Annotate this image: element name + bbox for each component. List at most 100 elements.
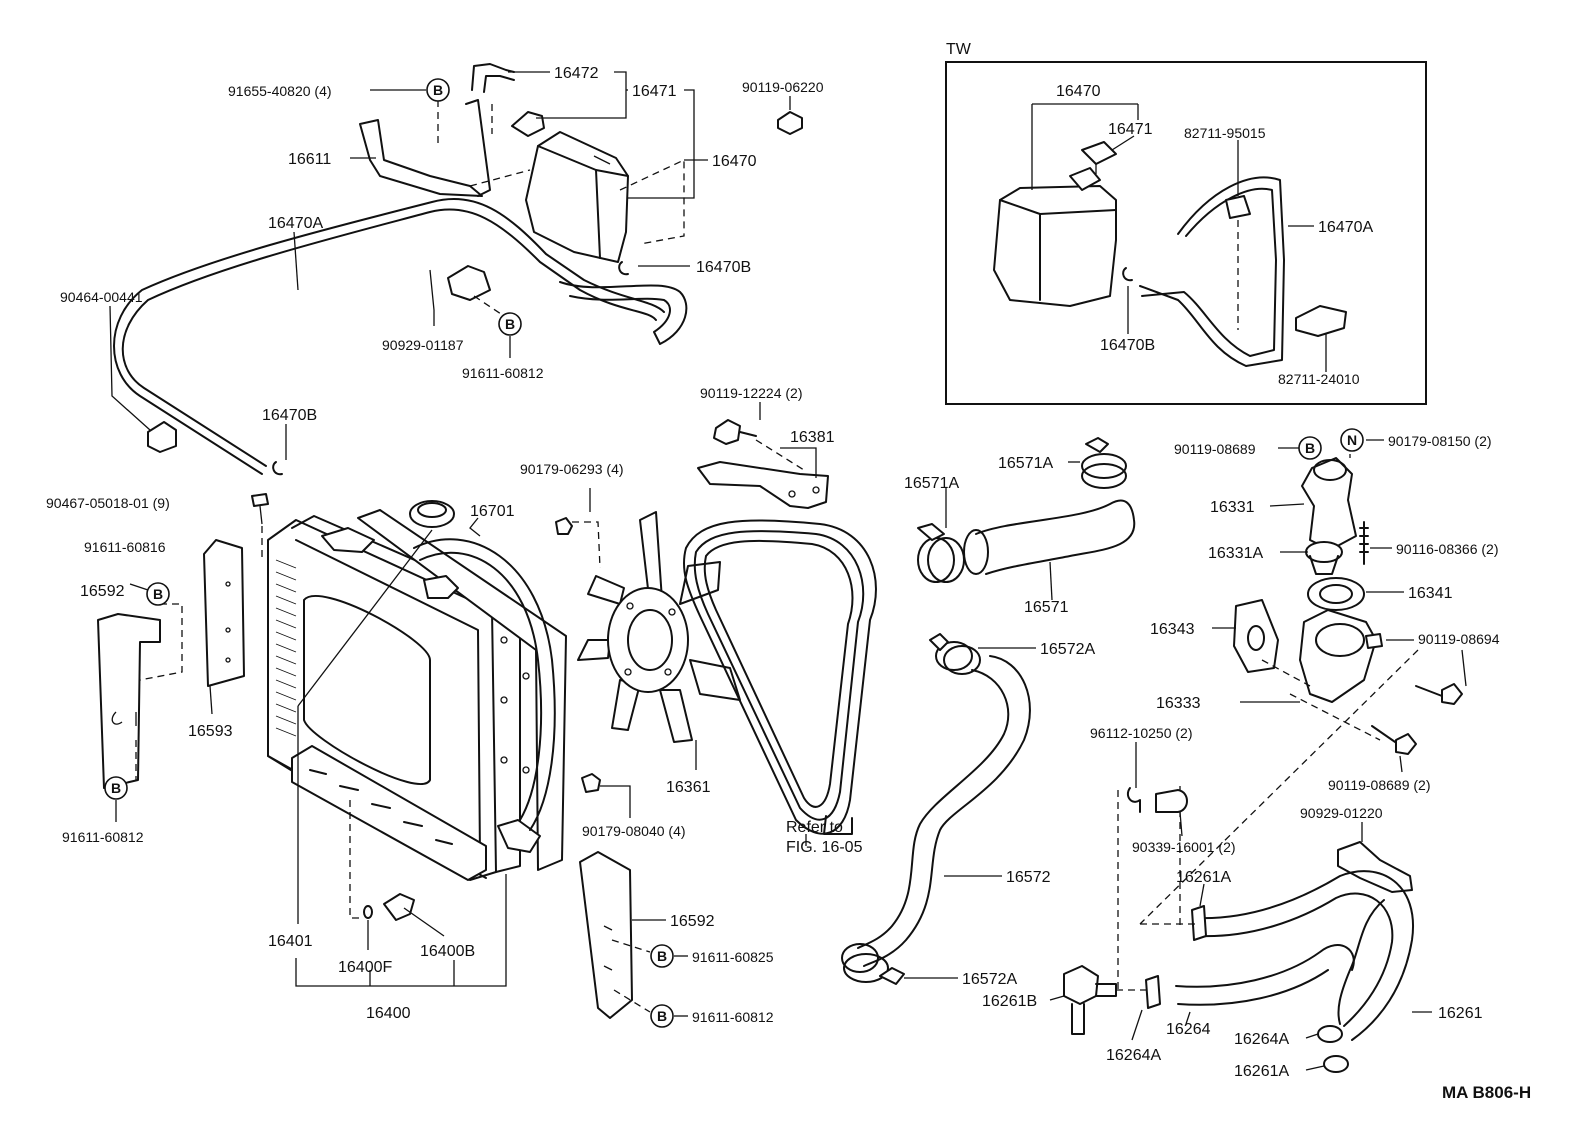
label-16264: 16264 (1166, 1021, 1211, 1038)
gasket-16400f (363, 905, 373, 919)
tw-label-16471: 16471 (1108, 121, 1153, 138)
b-marker-4-letter: B (111, 780, 121, 796)
label-90339-16001: 90339-16001 (2) (1132, 839, 1236, 855)
tw-reservoir-tank (993, 185, 1117, 307)
bolt-90119-08689-lower (1371, 725, 1399, 745)
b-marker-3-letter: B (153, 586, 163, 602)
label-16571a-top: 16571A (998, 455, 1053, 472)
b-marker-5 (650, 944, 674, 968)
tw-label-16470a: 16470A (1318, 219, 1373, 236)
tw-inset-title: TW (946, 41, 972, 58)
tw-label-82711-95015: 82711-95015 (1184, 125, 1266, 141)
tw-label-16470: 16470 (1056, 83, 1101, 100)
clamp-16470b-mid (272, 461, 283, 476)
drain-cock-16400b (383, 893, 415, 921)
clamp-16264a-right (1317, 1025, 1343, 1043)
label-90179-08040: 90179-08040 (4) (582, 823, 686, 839)
label-91611-60812-bottom: 91611-60812 (692, 1009, 774, 1025)
plug-90339-16001 (1155, 789, 1188, 813)
clamp-16572a-bottom (843, 953, 905, 985)
label-16471: 16471 (632, 83, 677, 100)
refer-to-line1: Refer to (786, 819, 843, 836)
clamp-16572a-top (929, 633, 981, 675)
figure-code: MA B806-H (1442, 1083, 1531, 1102)
overflow-hose-16470a (121, 208, 657, 467)
clamp-16571a-left (917, 523, 965, 583)
bracket-16381 (697, 461, 829, 509)
n-marker (1340, 428, 1364, 452)
label-16333: 16333 (1156, 695, 1201, 712)
label-16611: 16611 (288, 151, 331, 168)
label-91611-60812-top: 91611-60812 (462, 365, 544, 381)
b-marker-5-letter: B (657, 948, 667, 964)
label-16572a-top: 16572A (1040, 641, 1095, 658)
small-hose-16472 (471, 63, 515, 91)
label-16470b-mid: 16470B (262, 407, 317, 424)
water-cock-16261b (1063, 965, 1117, 1035)
bracket-16611 (359, 119, 483, 197)
tw-label-16470b: 16470B (1100, 337, 1155, 354)
label-16571a-left: 16571A (904, 475, 959, 492)
b-marker-4 (104, 776, 128, 800)
clamp-16470b-top (618, 261, 629, 276)
label-90116-08366: 90116-08366 (2) (1396, 541, 1498, 557)
label-90119-08689-top: 90119-08689 (1174, 441, 1256, 457)
gasket-16343 (1233, 599, 1279, 673)
label-16261b: 16261B (982, 993, 1037, 1010)
label-16572: 16572 (1006, 869, 1051, 886)
thermostat-housing-16333 (1299, 609, 1383, 703)
bolt-90119-06220 (777, 111, 803, 135)
label-16361: 16361 (666, 779, 711, 796)
tw-inset: TW 16470 16471 82 (945, 41, 1427, 405)
radiator-hoses: 16571A 16571A 16571 16572A 16572 16572A (841, 437, 1136, 988)
upper-hose-16571 (975, 499, 1136, 575)
nut-90179-08040 (581, 773, 601, 793)
radiator-group: B B B B 90467-05018-01 (9) 91611-60816 1… (46, 493, 774, 1028)
label-16343: 16343 (1150, 621, 1195, 638)
label-16331: 16331 (1210, 499, 1255, 516)
tw-label-82711-24010: 82711-24010 (1278, 371, 1360, 387)
label-96112-10250: 96112-10250 (2) (1090, 725, 1192, 741)
label-90929-01187: 90929-01187 (382, 337, 464, 353)
label-90929-01220: 90929-01220 (1300, 805, 1383, 821)
tw-bracket (1295, 305, 1347, 337)
nut-90179-06293 (555, 517, 573, 535)
label-90179-08150: 90179-08150 (2) (1388, 433, 1492, 449)
stud-90116-08366 (1359, 521, 1369, 565)
heater-hoses: 96112-10250 (2) 90339-16001 (2) 90929-01… (982, 725, 1483, 1080)
reservoir-cap-16471 (511, 111, 545, 137)
clamp-16264a-left (1145, 975, 1161, 1009)
b-marker-7-letter: B (1305, 440, 1315, 456)
clip-96112-10250 (1126, 787, 1141, 813)
tw-overflow-hose (1139, 176, 1285, 367)
label-90467-05018-01: 90467-05018-01 (9) (46, 495, 170, 511)
label-16400: 16400 (366, 1005, 411, 1022)
b-marker-2-letter: B (505, 316, 515, 332)
label-91611-60825: 91611-60825 (692, 949, 774, 965)
tw-hose-clip (1225, 195, 1251, 219)
radiator-cap-16401 (409, 500, 455, 528)
seal-16592-left (97, 613, 161, 789)
b-marker-6 (650, 1004, 674, 1028)
tw-reservoir-cap (1069, 141, 1117, 191)
b-marker-3 (146, 582, 170, 606)
label-16261a-top: 16261A (1176, 869, 1231, 886)
side-panel-16593 (203, 539, 245, 687)
label-16401: 16401 (268, 933, 313, 950)
label-16571: 16571 (1024, 599, 1069, 616)
label-91611-60816: 91611-60816 (84, 539, 166, 555)
clip-90929-01187 (447, 265, 491, 301)
b-marker-2 (498, 312, 522, 336)
label-90119-12224: 90119-12224 (2) (700, 385, 802, 401)
heater-hose-16261 (1195, 870, 1415, 1041)
label-90119-08694: 90119-08694 (1418, 631, 1500, 647)
label-16400f: 16400F (338, 959, 392, 976)
bolt-90119-12224 (713, 419, 741, 445)
lower-hose-16572 (863, 655, 1031, 967)
seal-16592-bottom (579, 851, 633, 1019)
fan-group: 90179-06293 (4) 90119-12224 (2) 16381 16… (520, 385, 877, 856)
b-marker-1-letter: B (433, 82, 443, 98)
label-16470: 16470 (712, 153, 757, 170)
label-90119-06220: 90119-06220 (742, 79, 824, 95)
